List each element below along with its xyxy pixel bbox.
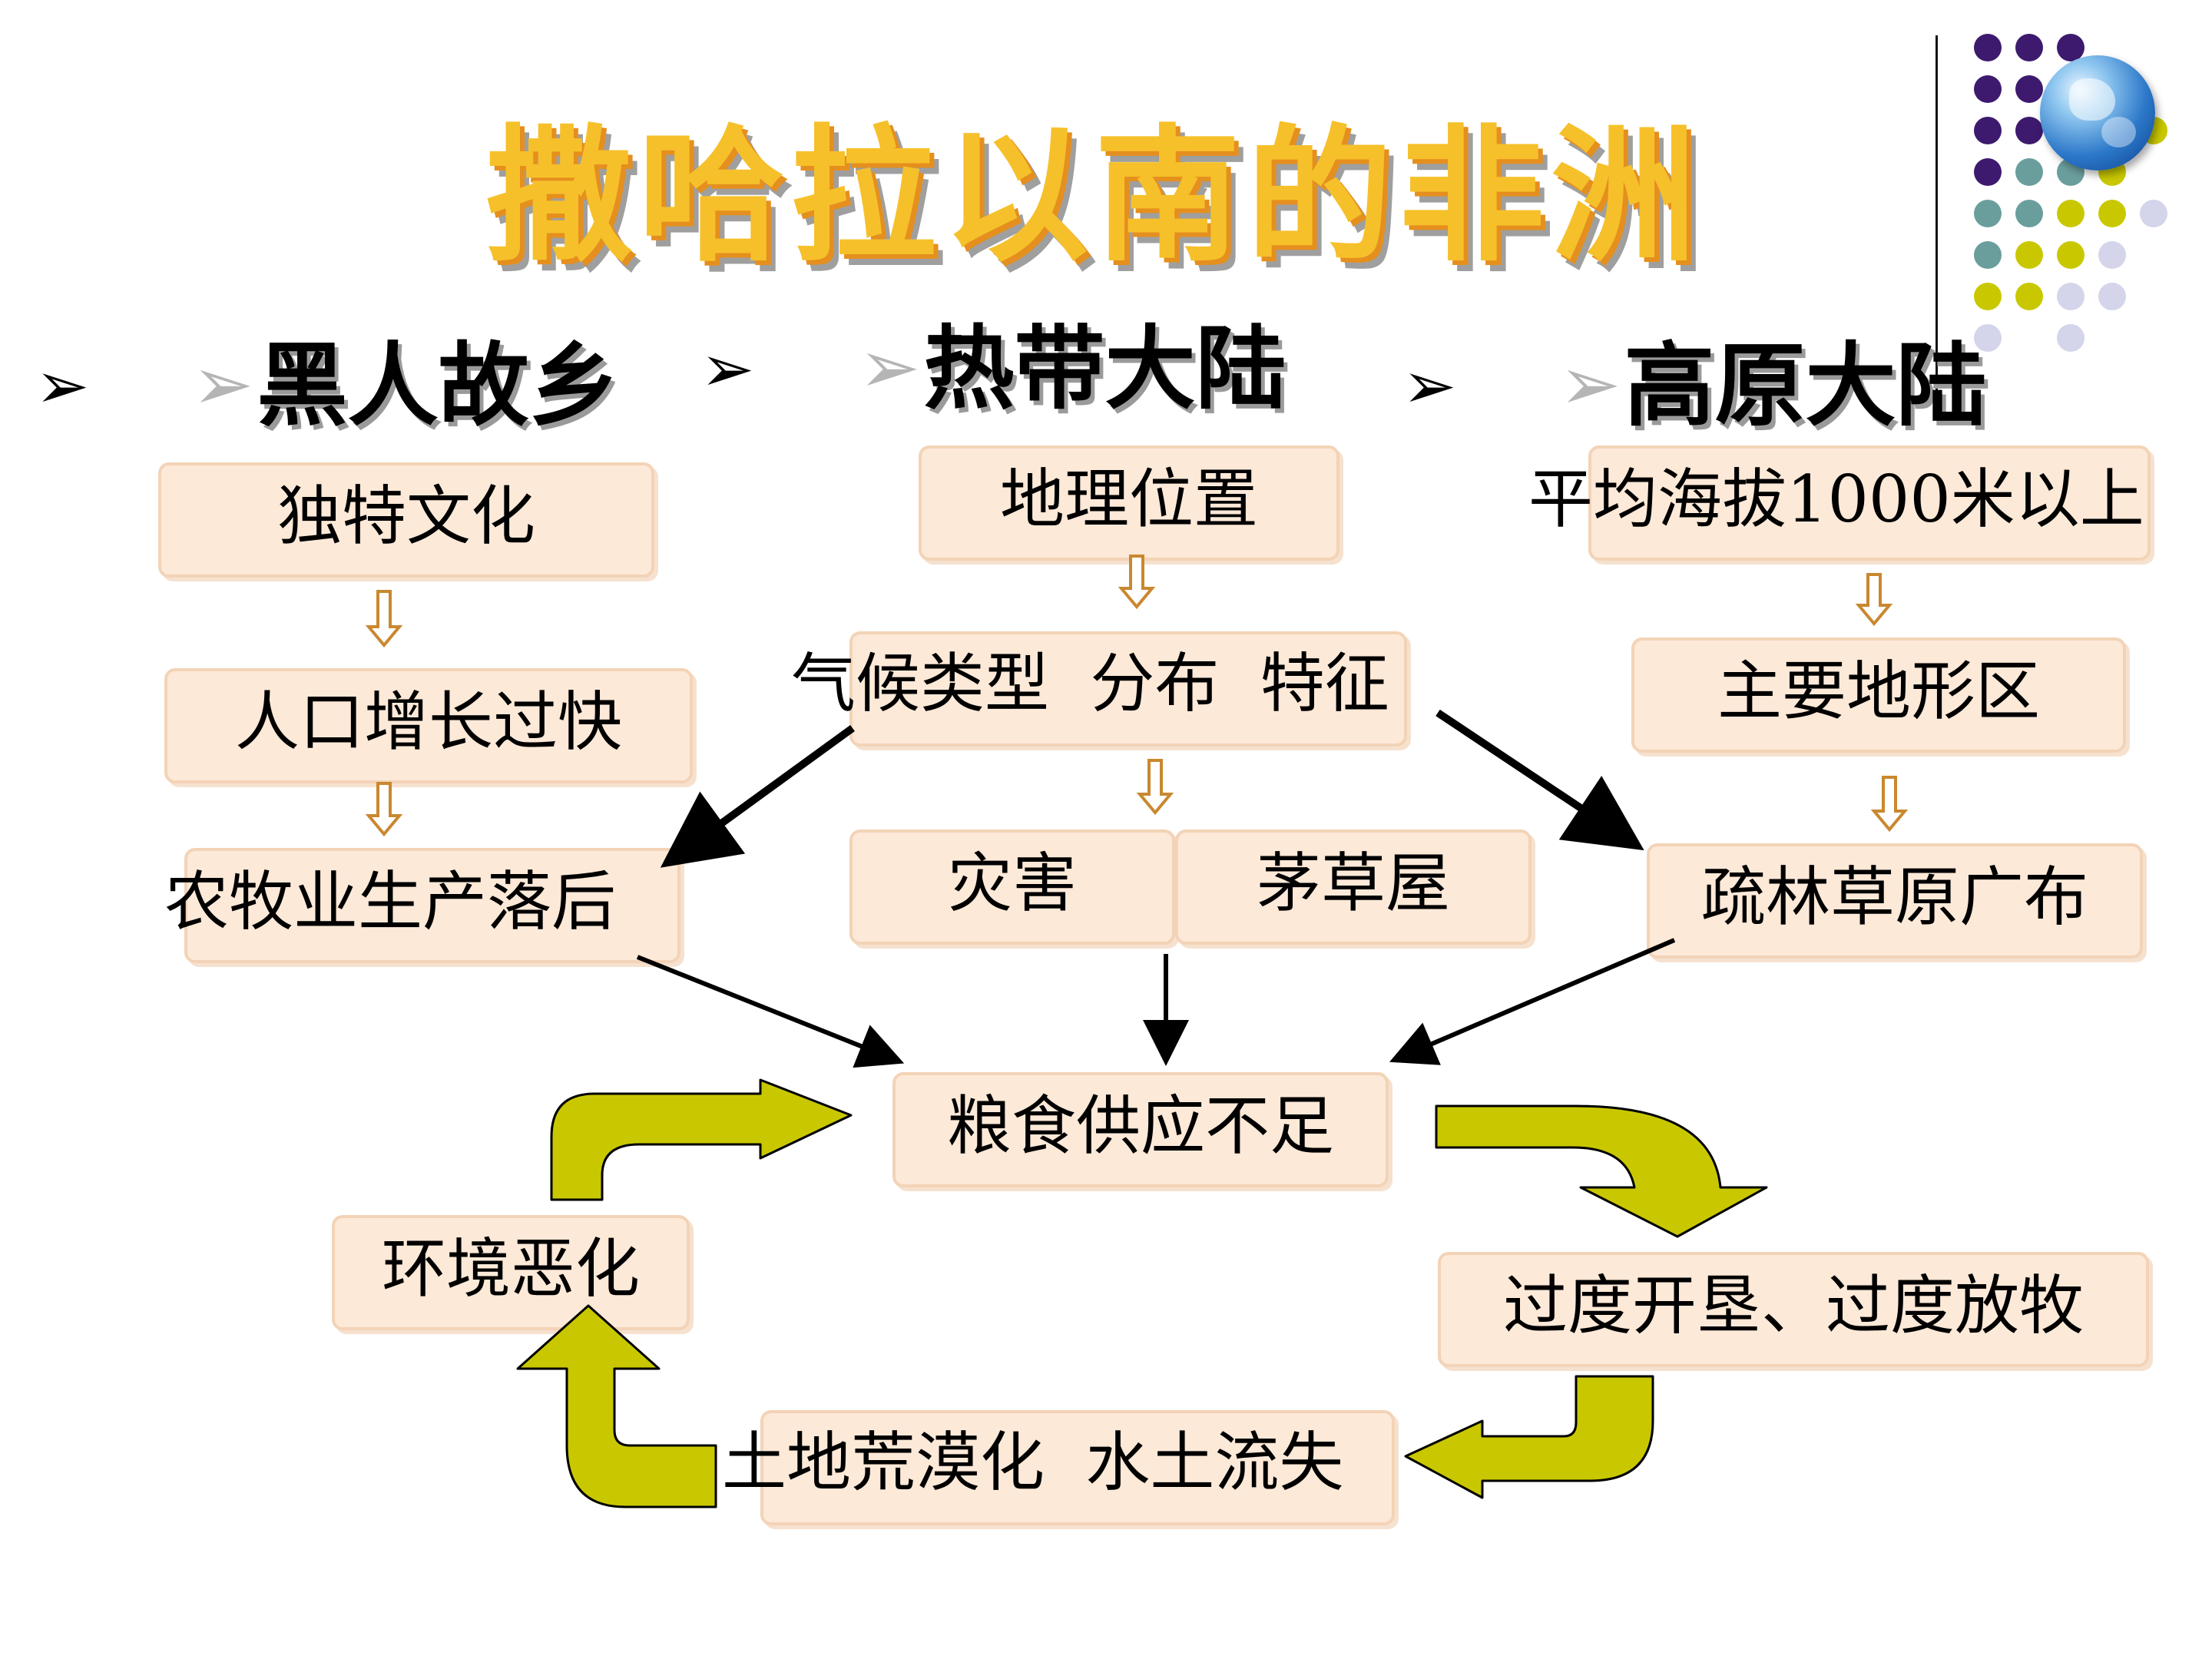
heading-arrow-icon: ➢ [859, 324, 921, 410]
bullet-arrow-icon: ➢ [1402, 348, 1457, 423]
decorative-dot [2057, 324, 2085, 352]
label-population: 人口增长过快 [234, 684, 622, 760]
down-arrow-icon [365, 782, 403, 837]
label-food: 粮食供应不足 [946, 1088, 1334, 1164]
decorative-dot [2098, 200, 2126, 227]
decorative-dot [2015, 117, 2043, 144]
label-landform: 主要地形区 [1717, 654, 2040, 729]
vertical-divider [1936, 35, 1938, 396]
heading-black-homeland: ➢黑人故乡 [192, 330, 619, 439]
decorative-dot-grid [1974, 34, 2189, 364]
decorative-dot [2057, 34, 2085, 61]
heading-arrow-icon: ➢ [1559, 341, 1621, 427]
label-culture: 独特文化 [276, 478, 535, 554]
decorative-dot [2140, 200, 2167, 227]
decorative-dot [2015, 200, 2043, 227]
decorative-dot [2015, 283, 2043, 310]
box-agriculture [184, 848, 680, 963]
decorative-dot [2015, 75, 2043, 103]
bullet-arrow-icon: ➢ [700, 331, 755, 406]
down-arrow-icon [1855, 573, 1893, 627]
decorative-dot [1974, 200, 2002, 227]
decorative-dot [1974, 324, 2002, 352]
decorative-dot [1974, 283, 2002, 310]
label-location: 地理位置 [999, 462, 1258, 537]
down-arrow-icon [1870, 776, 1909, 833]
decorative-dot [2015, 34, 2043, 61]
label-environment: 环境恶化 [381, 1231, 640, 1306]
label-hut: 茅草屋 [1256, 846, 1450, 921]
label-agriculture: 农牧业生产落后 [164, 864, 617, 939]
box-environment [332, 1215, 690, 1330]
cycle-arrow-overuse-to-desertification [1404, 1375, 1654, 1499]
bullet-arrow-icon: ➢ [35, 348, 90, 423]
decorative-dot [1974, 117, 2002, 144]
decorative-dot [2098, 241, 2126, 269]
decorative-dot [2057, 283, 2085, 310]
label-overuse: 过度开垦、过度放牧 [1502, 1268, 2084, 1343]
arrow-climate-to-savanna [1435, 709, 1644, 851]
decorative-dot [1974, 34, 2002, 61]
decorative-dot [2057, 241, 2085, 269]
box-overuse [1438, 1252, 2149, 1367]
box-food [892, 1072, 1389, 1187]
page-title: 撒哈拉以南的非洲 [485, 110, 1703, 281]
heading-label: 高原大陆 [1624, 332, 1987, 439]
box-hut [1175, 830, 1532, 945]
down-arrow-icon [1118, 555, 1156, 610]
down-arrow-icon [1136, 759, 1174, 816]
heading-tropical-continent: ➢热带大陆 [859, 313, 1286, 422]
down-arrow-icon [365, 590, 403, 648]
cycle-arrow-environment-to-food [550, 1078, 853, 1201]
heading-plateau-continent: ➢高原大陆 [1559, 330, 1986, 439]
box-landform [1631, 637, 2126, 753]
label-climate: 气候类型 分布 特征 [791, 646, 1389, 721]
decorative-dot [1974, 158, 2002, 186]
decorative-dot [2015, 158, 2043, 186]
cycle-arrow-food-to-overuse [1435, 1104, 1768, 1238]
label-desertification: 土地荒漠化 水土流失 [722, 1425, 1344, 1500]
decorative-dot [2015, 241, 2043, 269]
heading-label: 黑人故乡 [257, 332, 620, 439]
cycle-arrow-desertification-to-environment [516, 1304, 717, 1508]
box-altitude [1588, 445, 2151, 561]
decorative-dot [1974, 241, 2002, 269]
heading-label: 热带大陆 [923, 315, 1286, 422]
box-climate [849, 631, 1407, 747]
arrow-savanna-to-food [1389, 938, 1676, 1065]
label-disaster: 灾害 [947, 846, 1077, 921]
label-altitude: 平均海拔1000米以上 [1528, 462, 2144, 537]
decorative-dot [2057, 200, 2085, 227]
box-disaster [849, 830, 1175, 945]
box-population [164, 668, 693, 783]
label-savanna: 疏林草原广布 [1700, 859, 2088, 935]
box-culture [158, 462, 654, 578]
globe-icon [2040, 55, 2155, 171]
arrow-climate-to-agriculture [660, 724, 855, 868]
box-desertification [760, 1410, 1395, 1525]
box-savanna [1647, 843, 2143, 959]
decorative-dot [1974, 75, 2002, 103]
decorative-dot [2098, 283, 2126, 310]
arrow-agriculture-to-food [636, 955, 905, 1068]
heading-arrow-icon: ➢ [192, 341, 254, 427]
